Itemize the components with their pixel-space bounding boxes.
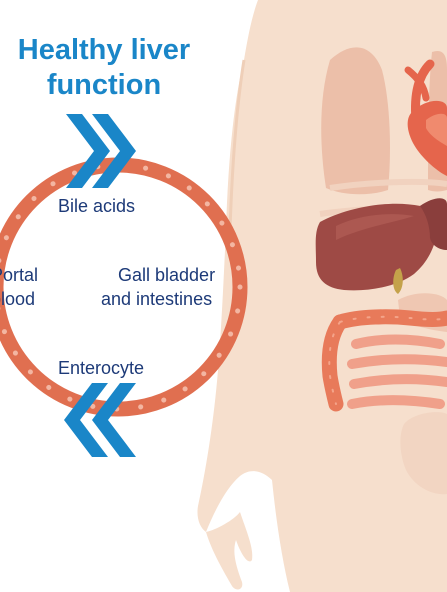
small-intestine [347, 334, 447, 409]
hand-shape [206, 512, 253, 590]
colon-segment-lines-2 [339, 315, 447, 323]
label-blood: blood [0, 289, 36, 309]
vessel-branch [404, 66, 430, 102]
title-line-1: Healthy liver [17, 34, 191, 66]
chevron-right-outer [92, 114, 136, 188]
large-intestine [321, 309, 447, 412]
label-bile-acids: Bile acids [58, 196, 136, 216]
chevron-right-inner [66, 114, 110, 188]
heart [404, 59, 447, 176]
gall-bladder [393, 268, 403, 294]
diaphragm-line [329, 178, 447, 191]
chevron-left-inner [92, 383, 136, 457]
small-intestine-loop-4 [347, 395, 445, 409]
arm-shadow [228, 59, 246, 231]
small-intestine-loop-3 [349, 374, 447, 389]
label-gall-bladder: Gall bladder [118, 265, 216, 285]
liver-lobe-right [420, 198, 447, 250]
label-portal: Portal [0, 265, 39, 285]
title-line-2: function [46, 69, 162, 101]
chevron-right-icon [66, 114, 136, 188]
heart-highlight [426, 113, 447, 146]
label-intestines: and intestines [101, 289, 213, 309]
label-enterocyte: Enterocyte [58, 358, 145, 378]
small-intestine-loop-2 [347, 354, 447, 369]
liver-highlight [336, 214, 414, 240]
liver [315, 198, 447, 294]
lung-left [321, 47, 390, 195]
small-intestine-loop-1 [351, 334, 445, 349]
colon-segment-lines [328, 321, 341, 405]
bladder [400, 412, 447, 495]
ring-dots [0, 162, 243, 412]
chevron-left-icon [64, 383, 136, 457]
chevron-left-outer [64, 383, 108, 457]
